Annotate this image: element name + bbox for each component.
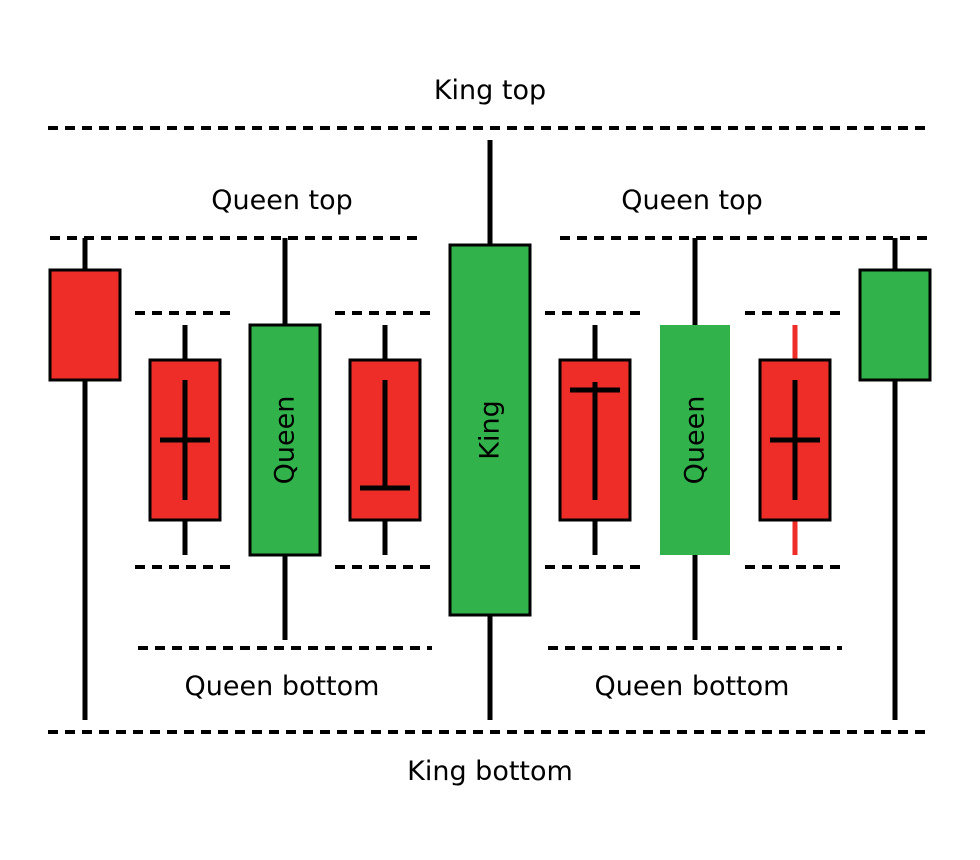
queen-top-label-left: Queen top	[211, 185, 353, 216]
candle-queen-left: Queen	[248, 238, 322, 640]
candle-king: King	[448, 140, 532, 720]
queen-top-label-right: Queen top	[621, 185, 763, 216]
queen-candle-label-left: Queen	[270, 396, 301, 485]
candle-inner-3	[558, 325, 632, 555]
king-top-label: King top	[434, 75, 546, 106]
queen-bottom-label-right: Queen bottom	[595, 671, 790, 702]
queen-candle-label-right: Queen	[680, 396, 711, 485]
candle-queen-right: Queen	[660, 238, 730, 640]
candle-body	[48, 268, 122, 382]
king-candle-label: King	[475, 400, 506, 459]
candle-inner-2	[348, 325, 422, 555]
labels: King top Queen top Queen top Queen botto…	[185, 75, 790, 787]
king-bottom-label: King bottom	[407, 756, 573, 787]
candle-body	[660, 325, 730, 555]
queen-bottom-label-left: Queen bottom	[185, 671, 380, 702]
candle-inner-4	[758, 325, 832, 555]
candle-outer-right	[858, 238, 932, 720]
reference-lines	[48, 126, 932, 734]
candle-outer-left	[48, 238, 122, 720]
candle-body	[448, 243, 532, 617]
candle-body	[858, 268, 932, 382]
candle-body	[248, 323, 322, 557]
candle-inner-1	[148, 325, 222, 555]
